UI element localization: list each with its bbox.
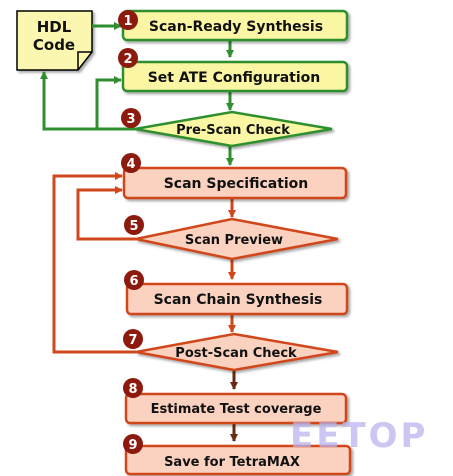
- step-6-label: Scan Chain Synthesis: [154, 292, 323, 308]
- step-2-box: Set ATE Configuration: [121, 60, 349, 93]
- step-9-label: Save for TetraMAX: [164, 455, 300, 470]
- step-2-badge: 2: [118, 48, 138, 68]
- step-1-badge: 1: [118, 10, 138, 30]
- step-8-label: Estimate Test coverage: [151, 402, 322, 417]
- step-1-label: Scan-Ready Synthesis: [149, 19, 323, 35]
- red-connectors: [52, 172, 236, 354]
- preview-to-spec-loop: [76, 186, 136, 241]
- step-1-box: Scan-Ready Synthesis: [121, 9, 349, 42]
- step-7-badge: 7: [123, 329, 143, 349]
- hdl-note-line1: HDL: [37, 18, 72, 36]
- step-8-number: 8: [128, 382, 137, 397]
- step-4-number: 4: [126, 157, 135, 172]
- step-9-box: Save for TetraMAX: [124, 444, 352, 476]
- step-3-diamond: Pre-Scan Check: [134, 110, 333, 148]
- step-4-box: Scan Specification: [122, 166, 348, 200]
- hdl-code-note: HDL Code: [16, 10, 93, 71]
- step-9-number: 9: [128, 438, 137, 453]
- green-connectors: [40, 22, 234, 166]
- step-7-diamond: Post-Scan Check: [135, 332, 339, 372]
- step-6-badge: 6: [124, 270, 144, 290]
- step-5-diamond: Scan Preview: [135, 217, 339, 261]
- step-4-label: Scan Specification: [164, 176, 309, 192]
- step-2-label: Set ATE Configuration: [148, 70, 321, 86]
- step-3-number: 3: [126, 112, 135, 127]
- step-8-box: Estimate Test coverage: [124, 392, 348, 425]
- step-7-label: Post-Scan Check: [175, 346, 297, 361]
- precheck-to-ate-loop: [95, 76, 122, 129]
- step-2-number: 2: [123, 52, 132, 67]
- hdl-note-line2: Code: [33, 36, 75, 54]
- step-6-box: Scan Chain Synthesis: [125, 282, 349, 316]
- watermark-logo: EETOP: [290, 416, 428, 456]
- step-9-badge: 9: [123, 434, 143, 454]
- step-5-label: Scan Preview: [185, 233, 283, 248]
- step-6-number: 6: [129, 274, 138, 289]
- step-4-badge: 4: [121, 153, 141, 173]
- step-5-number: 5: [129, 219, 138, 234]
- step-3-badge: 3: [121, 108, 141, 128]
- step-8-badge: 8: [123, 378, 143, 398]
- postcheck-to-spec-loop: [52, 172, 136, 354]
- step-5-badge: 5: [124, 215, 144, 235]
- precheck-to-hdl-loop: [40, 71, 135, 131]
- step-7-number: 7: [128, 333, 137, 348]
- step-3-label: Pre-Scan Check: [176, 123, 290, 138]
- step-1-number: 1: [123, 14, 132, 29]
